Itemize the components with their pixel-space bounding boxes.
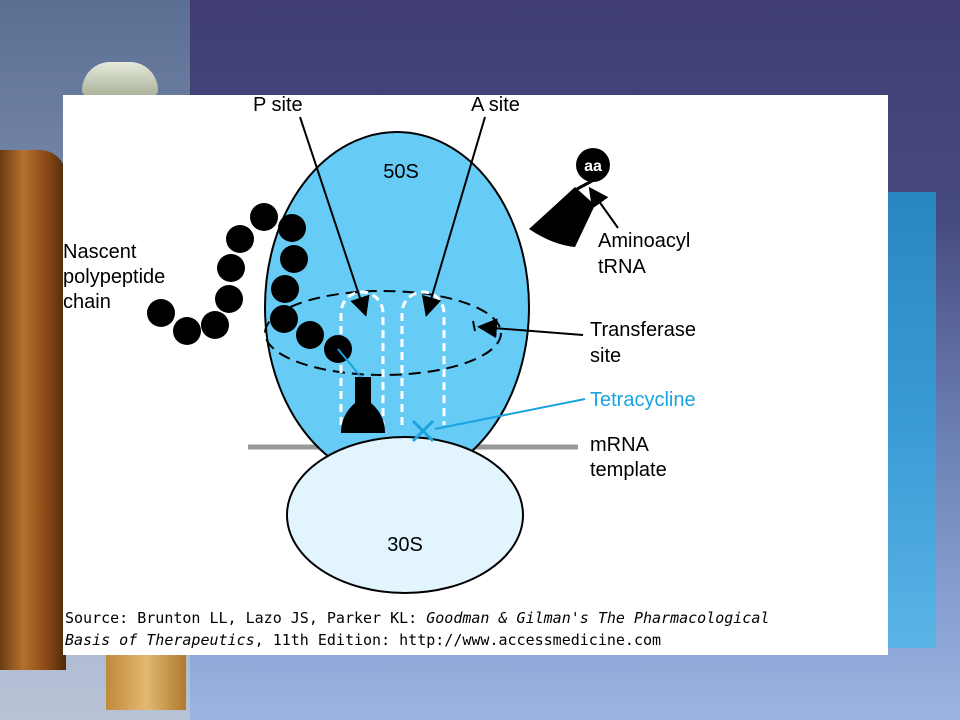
transferase-tick [472, 320, 476, 332]
aa-stem [576, 179, 593, 191]
a-site-label: A site [471, 95, 520, 116]
small-subunit-label: 30S [387, 534, 423, 556]
bottle-image [0, 150, 66, 670]
p-site-label: P site [253, 95, 303, 116]
transferase-site-ellipse [264, 290, 502, 376]
decorative-blue-panel [880, 192, 936, 648]
peptide-bead [270, 305, 298, 333]
polypeptide-chain [147, 203, 352, 363]
aminoacyl-label-line1: Aminoacyl [598, 230, 690, 252]
peptide-bead [215, 285, 243, 313]
peptide-bead [296, 321, 324, 349]
amino-acid-circle [576, 148, 610, 182]
p-site-arrow [299, 116, 370, 317]
caption-suffix: , 11th Edition: http://www.accessmedicin… [254, 631, 662, 649]
small-subunit-30s [286, 436, 524, 594]
aa-label: aa [584, 158, 602, 175]
tetracycline-pointer [434, 398, 586, 430]
peptide-bead [226, 225, 254, 253]
peptide-bead [201, 311, 229, 339]
large-subunit-50s [264, 131, 530, 483]
caption-book-title-2: Basis of Therapeutics [65, 631, 255, 649]
nascent-label-line2: polypeptide [63, 266, 165, 288]
transferase-label-line2: site [590, 345, 621, 367]
caption-book-title-1: Goodman & Gilman's The Pharmacological [426, 609, 770, 627]
peptide-bead [147, 299, 175, 327]
peptide-bead [217, 254, 245, 282]
aminoacyl-trna-shape [529, 187, 595, 247]
caption-prefix: Source: Brunton LL, Lazo JS, Parker KL: [65, 609, 427, 627]
peptide-bead [271, 275, 299, 303]
peptide-link [337, 348, 362, 378]
aminoacyl-arrow [588, 186, 619, 229]
figure-caption: Source: Brunton LL, Lazo JS, Parker KL: … [65, 607, 888, 651]
ribosome-diagram: aa P site A site 50S 30S Nascent polypep… [63, 95, 696, 594]
aminoacyl-label-line2: tRNA [598, 256, 646, 278]
peptide-bead [280, 245, 308, 273]
peptide-bead [173, 317, 201, 345]
a-site-arrow [421, 116, 486, 317]
peptide-bead [278, 214, 306, 242]
a-site-slot [400, 290, 446, 425]
transferase-arrow [477, 318, 584, 339]
nascent-label-line1: Nascent [63, 241, 137, 263]
nascent-label-line3: chain [63, 291, 111, 313]
p-site-slot [339, 290, 385, 425]
ribosome-figure: aa P site A site 50S 30S Nascent polypep… [63, 95, 888, 655]
tetracycline-mark [411, 419, 435, 443]
tetracycline-label: Tetracycline [590, 389, 696, 411]
mrna-label-line1: mRNA [590, 434, 650, 456]
peptide-bead [250, 203, 278, 231]
mrna-label-line2: template [590, 459, 667, 481]
transferase-label-line1: Transferase [590, 319, 696, 341]
peptidyl-trna-shape [341, 377, 385, 433]
bottle-stopper-image [82, 62, 158, 96]
large-subunit-label: 50S [383, 161, 419, 183]
